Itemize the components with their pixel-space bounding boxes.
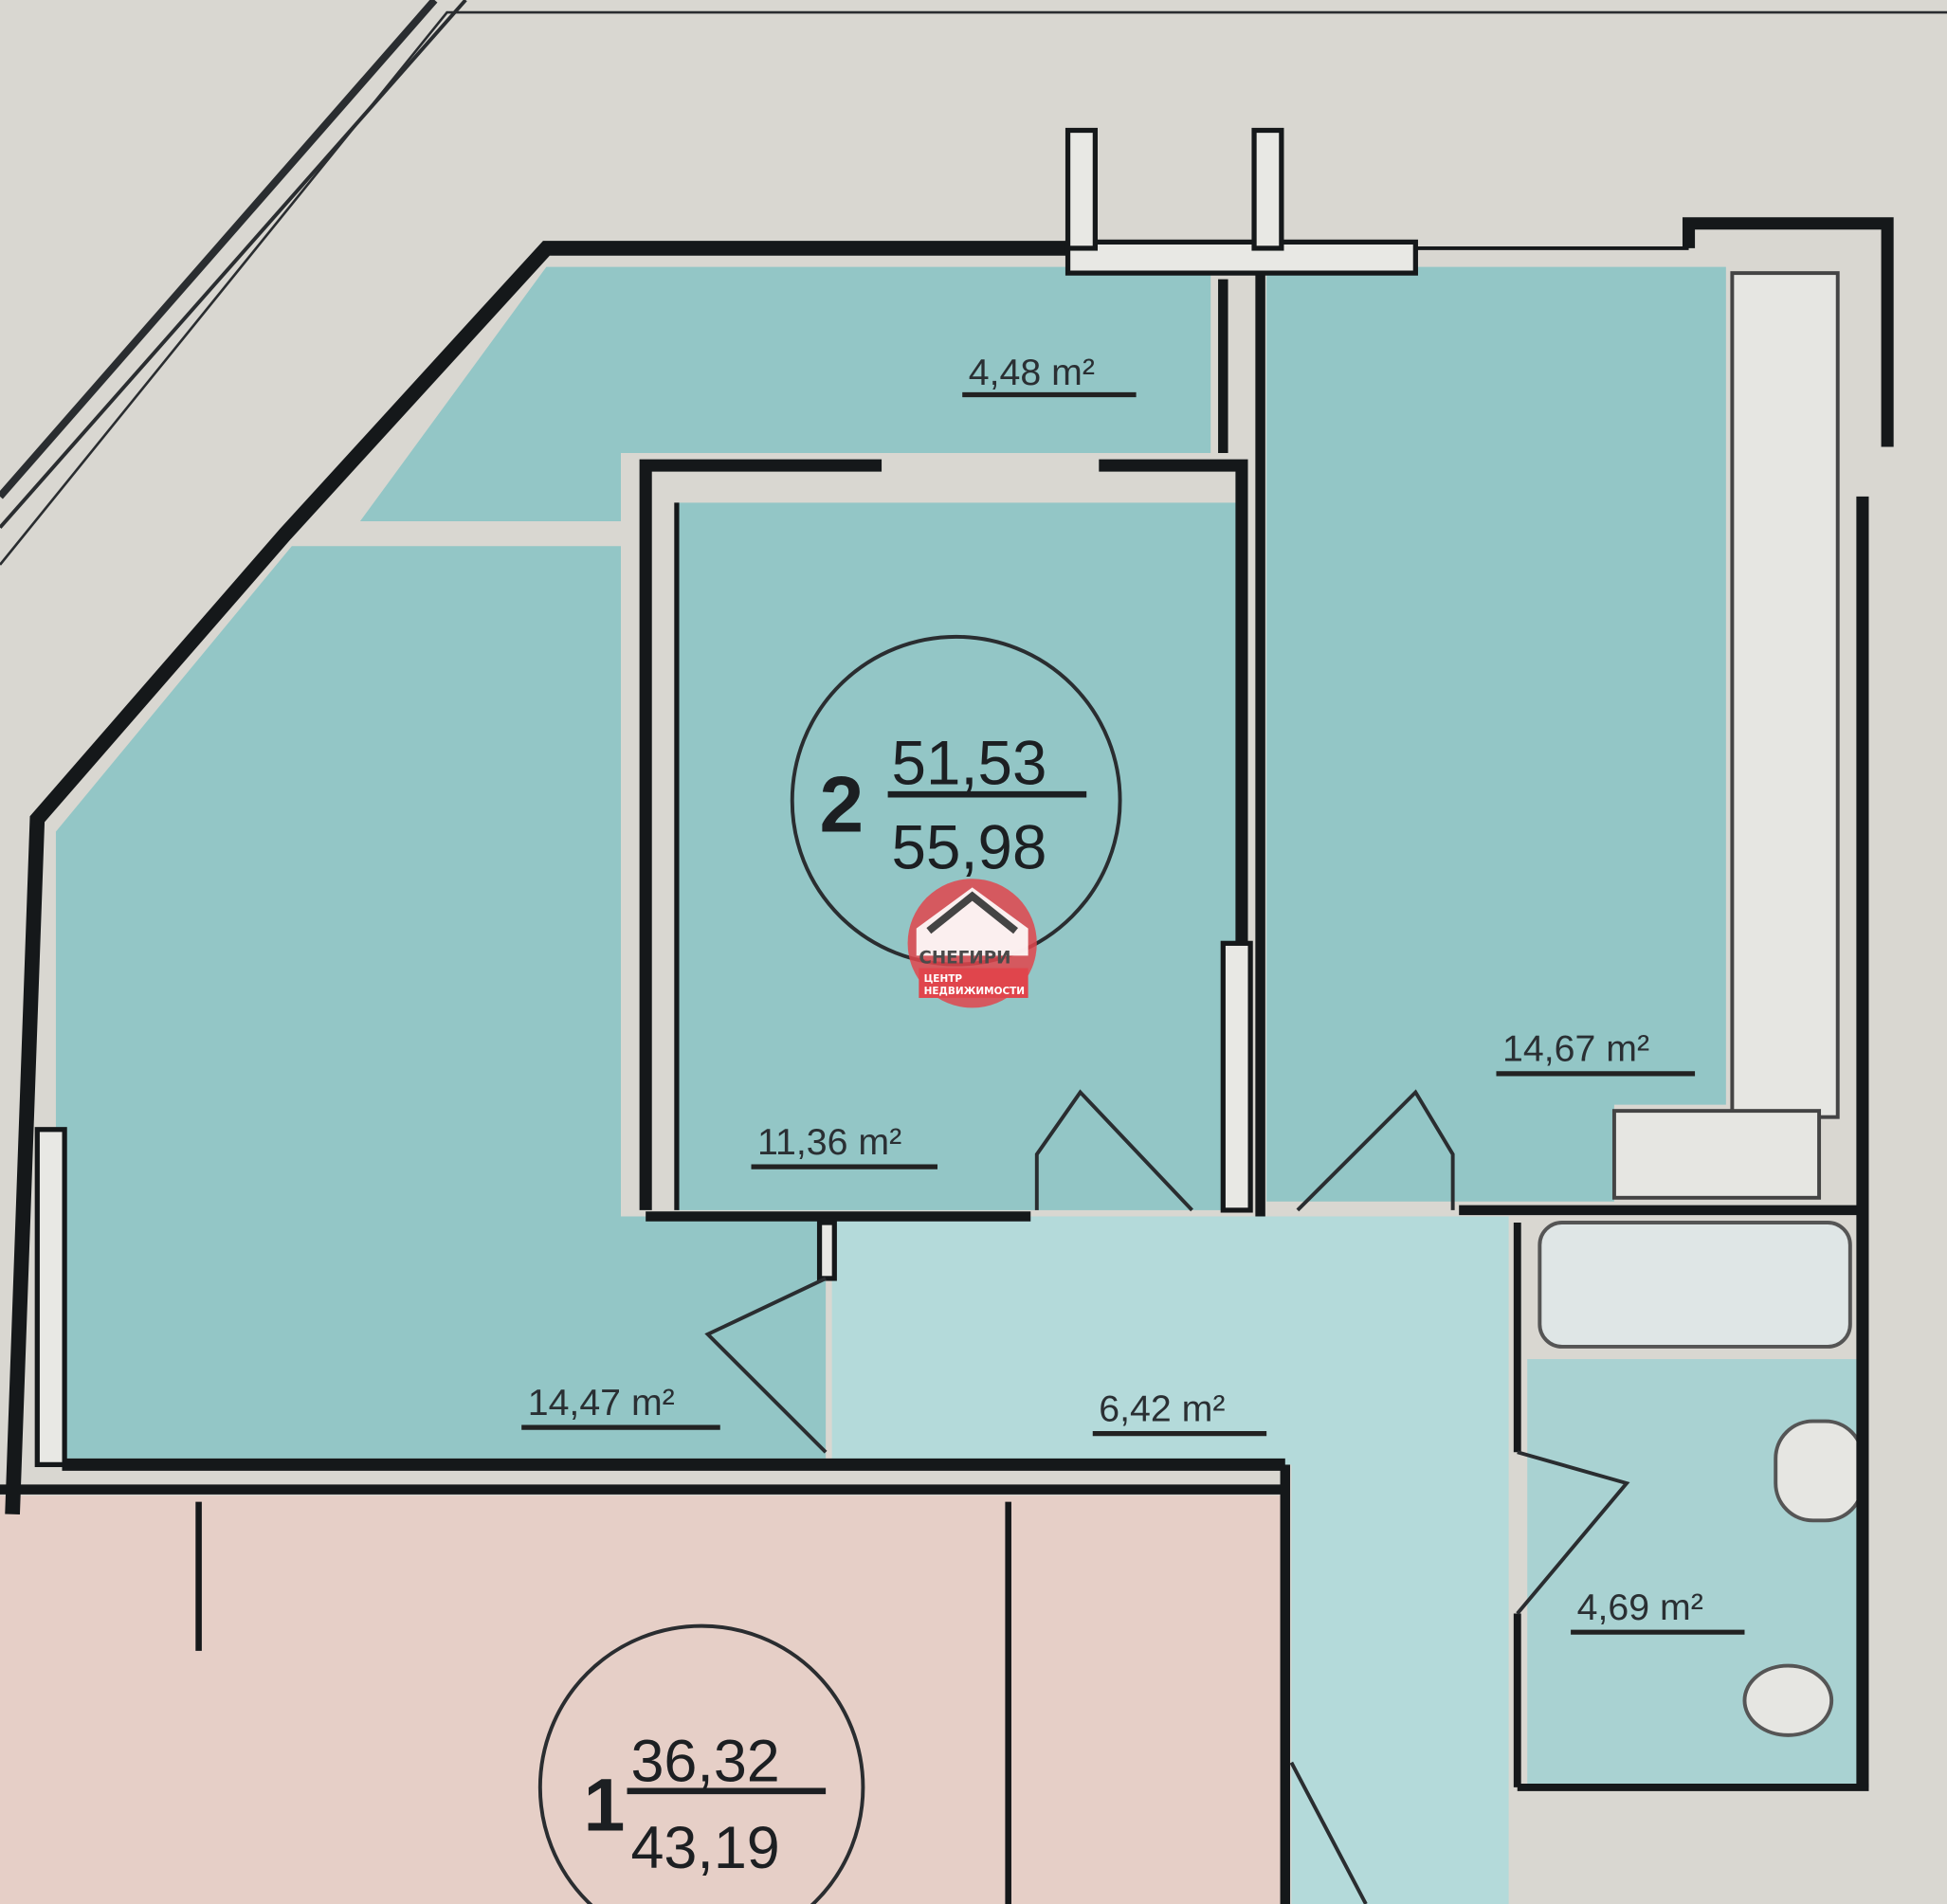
- kitchen-area-label: 14,67 m²: [1502, 1028, 1649, 1070]
- rooms: [55, 266, 1865, 1904]
- hallway: [831, 1216, 1509, 1904]
- total-area-bottom: 43,19: [630, 1815, 779, 1881]
- room-count-bottom: 1: [584, 1764, 626, 1847]
- exterior-lines: [0, 0, 1947, 566]
- living-room: [55, 546, 827, 1459]
- bathtub: [1538, 1221, 1852, 1349]
- walls: [5, 127, 1894, 1791]
- sink: [1774, 1419, 1865, 1523]
- hallway-area-label: 6,42 m²: [1099, 1388, 1225, 1430]
- living-area: 51,53: [892, 729, 1047, 798]
- logo-line1: ЦЕНТР: [924, 973, 963, 985]
- living-area-bottom: 36,32: [630, 1728, 779, 1794]
- bathroom-area-label: 4,69 m²: [1577, 1587, 1703, 1628]
- room-count: 2: [820, 759, 864, 848]
- bedroom: [676, 502, 1242, 1210]
- kitchen-counter: [1730, 271, 1840, 1119]
- watermark-logo: СНЕГИРИ ЦЕНТР НЕДВИЖИМОСТИ: [907, 879, 1037, 1008]
- logo-line2: НЕДВИЖИМОСТИ: [924, 986, 1025, 997]
- balcony-room: [359, 266, 1211, 522]
- door-swings: [704, 1089, 1630, 1904]
- balcony-area-label: 4,48 m²: [969, 352, 1095, 393]
- neighbor-walls: [0, 1464, 1291, 1904]
- area-labels: 4,48 m² 11,36 m² 14,67 m² 14,47 m² 6,42 …: [521, 352, 1745, 1635]
- living-room-area-label: 14,47 m²: [528, 1382, 675, 1423]
- bedroom-area-label: 11,36 m²: [757, 1121, 901, 1163]
- apartment-badge-bottom: 1 36,32 43,19: [537, 1623, 865, 1904]
- neighbor-apartment-fill: [0, 1496, 1285, 1904]
- toilet: [1742, 1663, 1834, 1737]
- logo-brand: СНЕГИРИ: [919, 948, 1010, 968]
- total-area: 55,98: [892, 813, 1047, 882]
- stove: [1611, 1109, 1822, 1200]
- kitchen: [1266, 266, 1726, 1202]
